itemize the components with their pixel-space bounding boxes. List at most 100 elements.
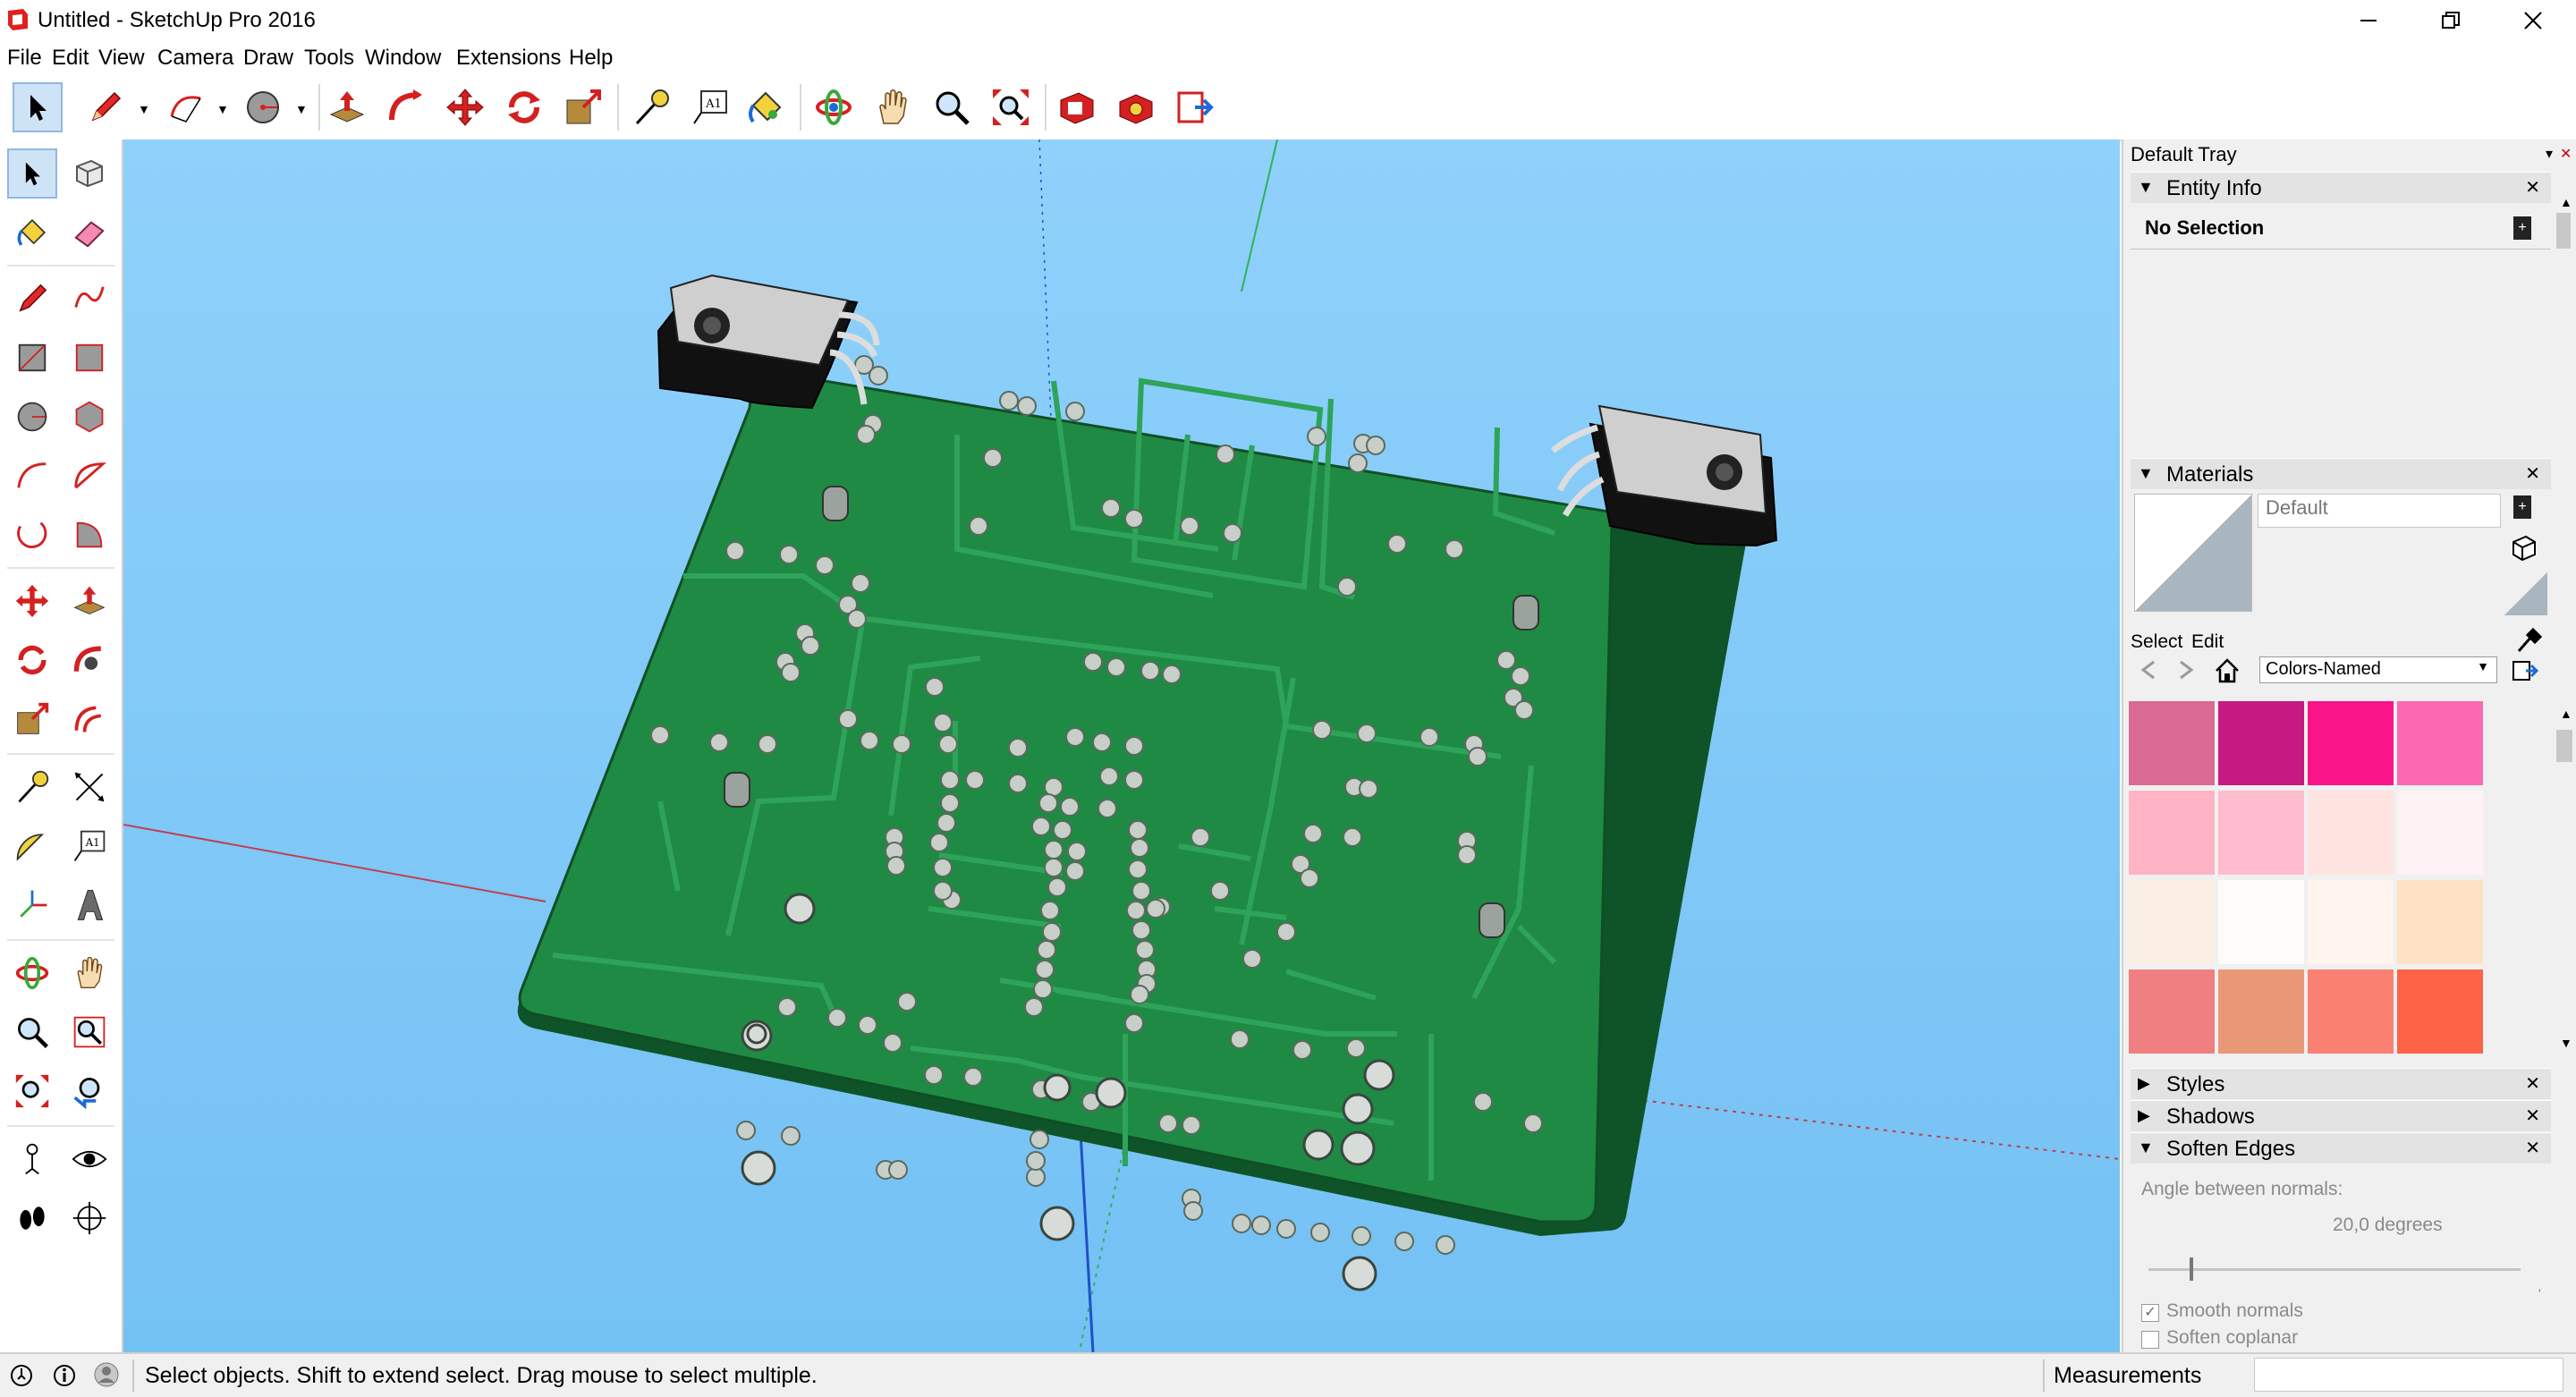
home-icon[interactable] (2213, 656, 2241, 685)
soften-coplanar-checkbox[interactable] (2141, 1331, 2159, 1349)
entity-info-panel-header[interactable]: ▼ Entity Info ✕ (2131, 172, 2551, 203)
position-camera-tool-icon[interactable] (7, 1134, 57, 1184)
walk-tool-icon[interactable] (7, 1193, 57, 1243)
polygon-tool-icon[interactable] (64, 392, 114, 442)
material-swatch[interactable] (2397, 969, 2483, 1054)
eyedropper-icon[interactable] (2513, 624, 2544, 655)
zoom-window-tool-icon[interactable] (64, 1007, 114, 1057)
tape-measure-tool-icon[interactable] (626, 82, 676, 132)
text-tool-icon[interactable]: A1 (685, 82, 735, 132)
tray-pin-icon[interactable]: ▾ (2546, 147, 2554, 162)
menu-edit[interactable]: Edit (52, 46, 89, 70)
rotate-tool-icon[interactable] (499, 82, 549, 132)
arc-tool-icon[interactable] (161, 82, 211, 132)
freehand-tool-icon[interactable] (64, 274, 114, 324)
menu-file[interactable]: File (7, 46, 42, 70)
send-to-layout-icon[interactable] (1170, 82, 1220, 132)
back-arrow-icon[interactable] (2134, 656, 2161, 683)
material-swatch[interactable] (2308, 791, 2394, 875)
pencil-dropdown-icon[interactable]: ▼ (138, 102, 150, 116)
close-icon[interactable] (2492, 0, 2574, 41)
follow-me-tool-icon[interactable] (64, 635, 114, 685)
3d-warehouse-icon[interactable] (1052, 82, 1102, 132)
panel-close-icon[interactable]: ✕ (2525, 1074, 2540, 1094)
material-library-dropdown[interactable]: Colors-Named ▼ (2259, 656, 2497, 683)
line-tool-icon[interactable] (7, 274, 57, 324)
material-swatch[interactable] (2218, 880, 2304, 964)
material-swatch[interactable] (2397, 701, 2483, 785)
drawing-viewport[interactable] (123, 140, 2120, 1352)
text-tool-icon[interactable]: A1 (64, 821, 114, 871)
details-arrow-icon[interactable] (2510, 656, 2538, 685)
menu-window[interactable]: Window (365, 46, 442, 70)
axes-tool-icon[interactable] (7, 880, 57, 930)
paint-bucket-tool-icon[interactable] (7, 207, 57, 258)
zoom-extents-tool-icon[interactable] (986, 82, 1036, 132)
circle-tool-icon[interactable] (7, 392, 57, 442)
minimize-icon[interactable] (2327, 0, 2410, 41)
two-point-arc-tool-icon[interactable] (64, 451, 114, 501)
pencil-tool-icon[interactable] (80, 82, 131, 132)
dimension-tool-icon[interactable] (64, 762, 114, 812)
move-tool-icon[interactable] (440, 82, 490, 132)
scroll-thumb[interactable] (2556, 213, 2571, 249)
previous-view-tool-icon[interactable] (64, 1066, 114, 1116)
tape-measure-tool-icon[interactable] (7, 762, 57, 812)
orbit-tool-icon[interactable] (7, 948, 57, 998)
smooth-normals-checkbox[interactable]: ✓ (2141, 1304, 2159, 1322)
pan-tool-icon[interactable] (64, 948, 114, 998)
scroll-up-icon[interactable]: ▲ (2560, 707, 2572, 721)
measurements-input[interactable] (2254, 1358, 2563, 1392)
swatch-scrollbar[interactable] (2555, 701, 2574, 1055)
scroll-down-icon[interactable]: ▼ (2560, 1036, 2572, 1050)
menu-view[interactable]: View (98, 46, 145, 70)
circle-dropdown-icon[interactable]: ▼ (295, 102, 308, 116)
menu-tools[interactable]: Tools (304, 46, 355, 70)
scale-tool-icon[interactable] (7, 694, 57, 744)
zoom-extents-tool-icon[interactable] (7, 1066, 57, 1116)
materials-tab-select[interactable]: Select (2131, 631, 2183, 652)
panel-close-icon[interactable]: ✕ (2525, 464, 2540, 484)
material-name-field[interactable]: Default (2258, 494, 2501, 528)
zoom-tool-icon[interactable] (7, 1007, 57, 1057)
circle-tool-icon[interactable] (238, 82, 288, 132)
material-swatch[interactable] (2397, 791, 2483, 875)
geo-location-icon[interactable] (9, 1363, 34, 1388)
materials-panel-header[interactable]: ▼ Materials ✕ (2131, 458, 2551, 489)
scroll-up-icon[interactable]: ▲ (2560, 195, 2572, 209)
material-swatch[interactable] (2308, 701, 2394, 785)
create-material-icon[interactable]: + (2513, 495, 2531, 519)
entity-details-toggle-icon[interactable]: + (2513, 216, 2531, 240)
arc-dropdown-icon[interactable]: ▼ (216, 102, 229, 116)
eraser-tool-icon[interactable] (64, 207, 114, 258)
pan-tool-icon[interactable] (868, 82, 918, 132)
make-component-tool-icon[interactable] (64, 148, 114, 199)
follow-me-tool-icon[interactable] (381, 82, 431, 132)
styles-panel-header[interactable]: ▶ Styles ✕ (2131, 1068, 2551, 1099)
menu-help[interactable]: Help (569, 46, 614, 70)
material-swatch[interactable] (2308, 880, 2394, 964)
section-plane-tool-icon[interactable] (64, 1193, 114, 1243)
push-pull-tool-icon[interactable] (322, 82, 372, 132)
look-around-tool-icon[interactable] (64, 1134, 114, 1184)
rotate-tool-icon[interactable] (7, 635, 57, 685)
menu-draw[interactable]: Draw (243, 46, 294, 70)
pie-tool-icon[interactable] (64, 510, 114, 560)
restore-icon[interactable] (2410, 0, 2492, 41)
paint-bucket-tool-icon[interactable] (741, 82, 791, 132)
panel-close-icon[interactable]: ✕ (2525, 178, 2540, 198)
three-point-arc-tool-icon[interactable] (7, 510, 57, 560)
panel-close-icon[interactable]: ✕ (2525, 1139, 2540, 1158)
rotated-rectangle-tool-icon[interactable] (64, 333, 114, 383)
move-tool-icon[interactable] (7, 576, 57, 626)
material-swatch[interactable] (2218, 969, 2304, 1054)
offset-tool-icon[interactable] (64, 694, 114, 744)
arc-tool-icon[interactable] (7, 451, 57, 501)
panel-close-icon[interactable]: ✕ (2525, 1106, 2540, 1126)
select-tool-icon[interactable] (13, 82, 63, 132)
orbit-tool-icon[interactable] (809, 82, 859, 132)
material-swatch[interactable] (2397, 880, 2483, 964)
material-swatch[interactable] (2218, 701, 2304, 785)
menu-extensions[interactable]: Extensions (456, 46, 562, 70)
user-account-icon[interactable] (93, 1361, 120, 1388)
